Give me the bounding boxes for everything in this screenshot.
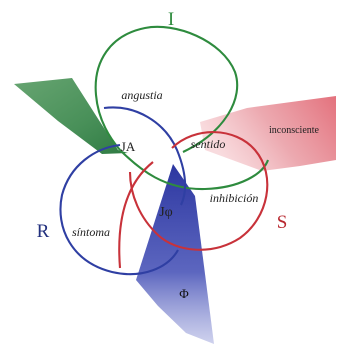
label-inconsciente: inconsciente (269, 125, 320, 136)
ring-label-symbolic: S (277, 212, 288, 233)
label-ja: JA (121, 139, 136, 154)
label-sintoma: síntoma (72, 225, 110, 239)
label-jphi: Jφ (159, 205, 173, 220)
ring-label-real: R (37, 221, 50, 242)
imaginary-field-wedge (14, 78, 128, 154)
label-sentido: sentido (191, 137, 226, 151)
label-phi: Φ (179, 286, 189, 301)
label-angustia: angustia (121, 88, 162, 102)
ring-label-imaginary: I (168, 9, 174, 30)
label-inhibicion: inhibición (210, 191, 259, 205)
